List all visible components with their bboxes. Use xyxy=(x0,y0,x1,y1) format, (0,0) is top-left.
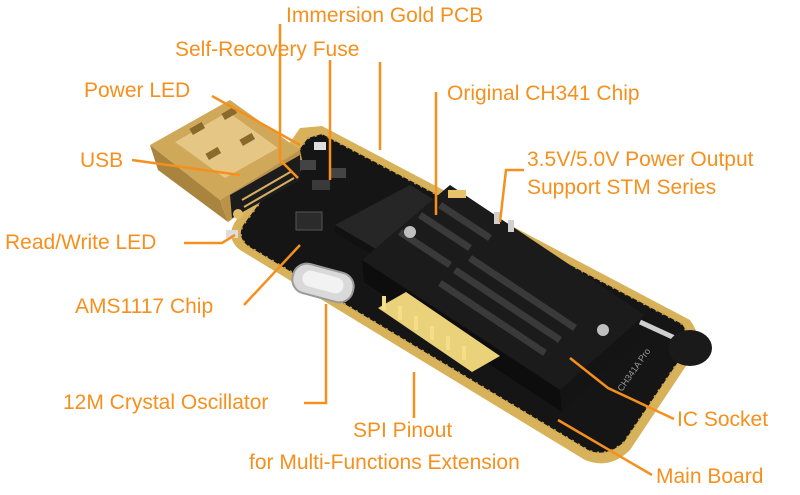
label-original-ch341-chip: Original CH341 Chip xyxy=(447,82,640,105)
label-spi-pinout-line2: for Multi-Functions Extension xyxy=(249,451,520,474)
smd-components xyxy=(226,142,346,238)
label-self-recovery-fuse: Self-Recovery Fuse xyxy=(175,38,360,61)
label-ams1117-chip: AMS1117 Chip xyxy=(75,295,214,318)
crystal-oscillator xyxy=(291,262,355,304)
label-usb: USB xyxy=(80,149,124,172)
label-read-write-led: Read/Write LED xyxy=(5,231,157,254)
label-power-output-line2: Support STM Series xyxy=(527,176,717,199)
label-power-output-line1: 3.5V/5.0V Power Output xyxy=(527,148,754,171)
leader-lines xyxy=(131,24,675,477)
label-ic-socket: IC Socket xyxy=(677,408,769,431)
label-power-led: Power LED xyxy=(84,79,191,102)
power-output-pins xyxy=(448,190,514,232)
spi-pin-header xyxy=(378,292,500,372)
label-crystal-oscillator: 12M Crystal Oscillator xyxy=(63,391,269,414)
label-main-board: Main Board xyxy=(656,465,764,488)
label-spi-pinout-line1: SPI Pinout xyxy=(353,419,453,442)
label-immersion-gold-pcb: Immersion Gold PCB xyxy=(286,4,484,27)
